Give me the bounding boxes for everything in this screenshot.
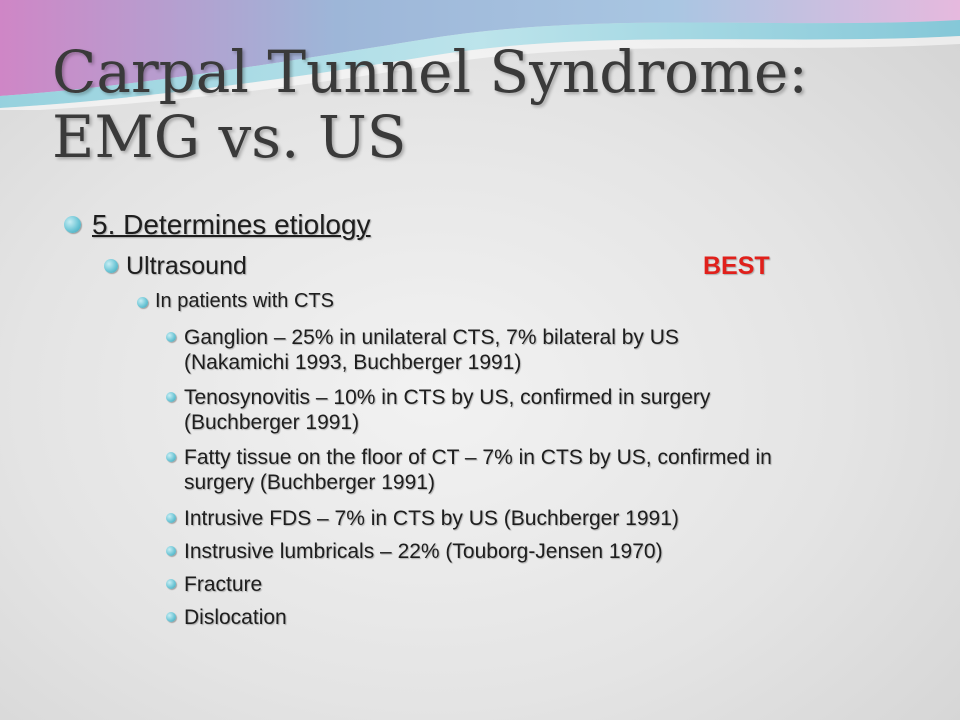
bullet-icon	[137, 297, 148, 308]
bullet-icon	[166, 612, 176, 622]
item-line: surgery (Buchberger 1991)	[184, 471, 435, 494]
list-item: Dislocation	[184, 606, 287, 629]
bullet-icon	[166, 392, 176, 402]
list-item: Intrusive FDS – 7% in CTS by US (Buchber…	[184, 507, 679, 530]
item-line: (Buchberger 1991)	[184, 411, 360, 434]
slide-title: Carpal Tunnel Syndrome: EMG vs. US	[52, 40, 932, 170]
header-wave-decoration	[0, 0, 960, 110]
item-line: Ganglion – 25% in unilateral CTS, 7% bil…	[184, 326, 679, 349]
list-item: Fracture	[184, 573, 263, 596]
list-item: Fatty tissue on the floor of CT – 7% in …	[184, 445, 772, 495]
level2-ultrasound: Ultrasound	[126, 252, 247, 280]
level3-patients: In patients with CTS	[155, 290, 334, 312]
title-line-1: Carpal Tunnel Syndrome:	[52, 38, 808, 106]
list-item: Tenosynovitis – 10% in CTS by US, confir…	[184, 385, 710, 435]
bullet-icon	[166, 332, 176, 342]
item-line: (Nakamichi 1993, Buchberger 1991)	[184, 351, 522, 374]
level1-heading: 5. Determines etiology	[92, 209, 371, 240]
item-line: Fatty tissue on the floor of CT – 7% in …	[184, 446, 772, 469]
bullet-icon	[64, 216, 81, 233]
bullet-icon	[166, 452, 176, 462]
title-line-2: EMG vs. US	[52, 102, 407, 171]
item-line: Tenosynovitis – 10% in CTS by US, confir…	[184, 386, 711, 409]
bullet-icon	[166, 513, 176, 523]
list-item: Instrusive lumbricals – 22% (Touborg-Jen…	[184, 540, 663, 563]
bullet-icon	[166, 546, 176, 556]
best-label: BEST	[703, 252, 770, 280]
bullet-icon	[166, 579, 176, 589]
list-item: Ganglion – 25% in unilateral CTS, 7% bil…	[184, 325, 679, 375]
bullet-icon	[104, 259, 118, 273]
